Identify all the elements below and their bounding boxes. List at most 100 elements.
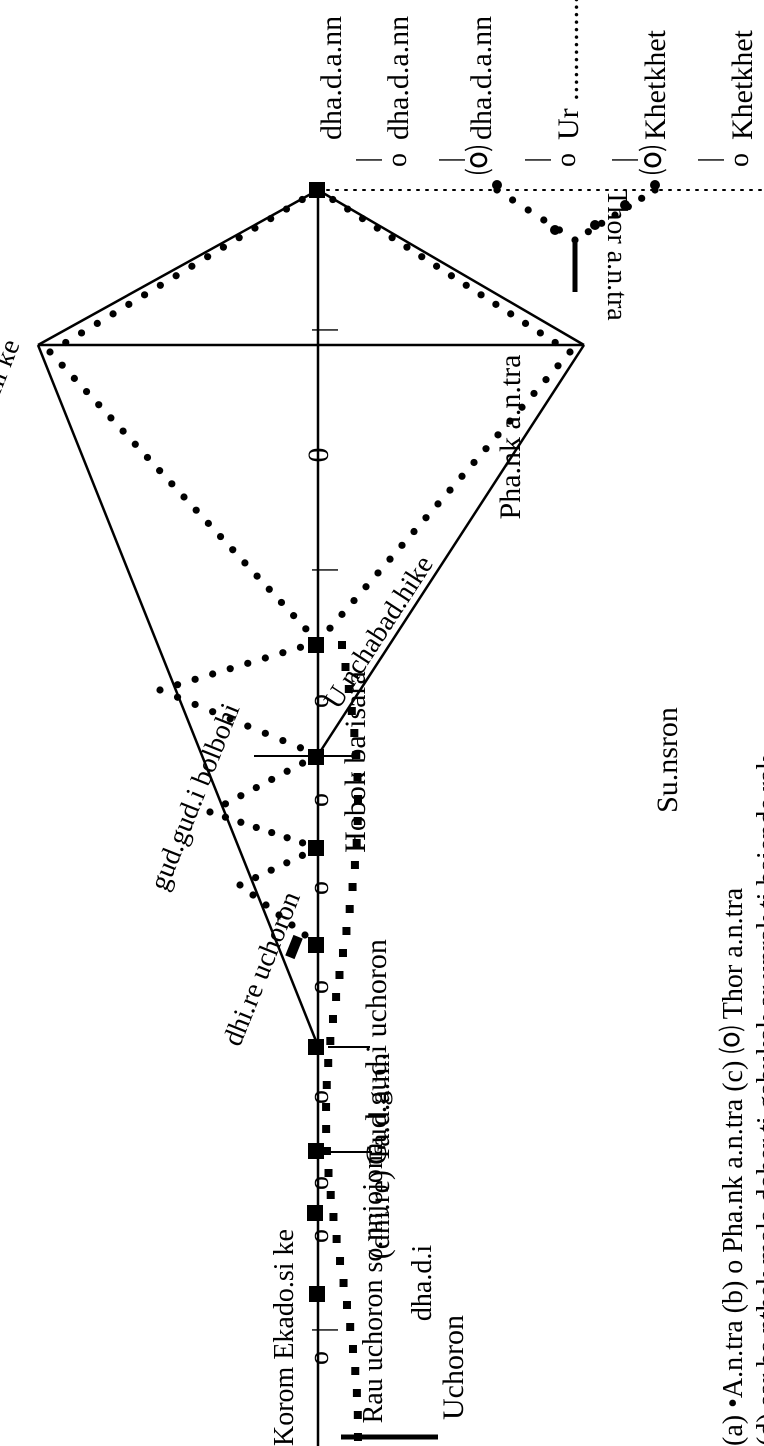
chain-dot <box>249 891 257 899</box>
rau-dhadi-label: dha.d.i <box>407 1245 438 1321</box>
chain-dot <box>508 196 517 204</box>
uchoron-label: Uchoron <box>437 1315 470 1420</box>
gudgudi-bolbohi-label: gud.gud.i bolbohi <box>144 699 247 895</box>
chain-dot <box>107 414 115 422</box>
dash-square <box>338 641 346 649</box>
dash-square <box>350 729 359 737</box>
tick-mark: | <box>308 567 339 573</box>
chain-dot <box>95 401 103 409</box>
chain-dot <box>261 729 269 737</box>
chain-dot <box>403 243 411 251</box>
chain-dot <box>253 572 261 580</box>
chain-dot <box>446 486 454 494</box>
node-square <box>308 1143 324 1159</box>
chain-dot <box>156 686 164 694</box>
chain-dot <box>338 610 346 618</box>
chain-dot <box>268 775 276 784</box>
chain-dot <box>140 291 149 299</box>
dash-square <box>324 1059 333 1067</box>
chain-dot <box>301 931 309 939</box>
chain-dot <box>241 559 249 567</box>
chain-dot <box>267 214 275 223</box>
chain-dot <box>173 681 182 689</box>
chain-dot <box>62 338 70 347</box>
chain-dot <box>492 180 502 190</box>
dash-square <box>326 1191 335 1199</box>
chain-dot <box>236 881 244 889</box>
dash-square <box>348 883 357 891</box>
tick-mark: | <box>694 157 725 163</box>
chain-dot <box>326 624 334 632</box>
legend: Su.nsron (a) •A.n.tra (b) o Pha.nk a.n.t… <box>651 707 764 1446</box>
chain-dot <box>226 665 234 673</box>
tick-mark: | <box>352 157 383 163</box>
axis-nodes <box>307 182 325 1302</box>
chain-dot <box>521 319 530 328</box>
chain-dot <box>536 329 544 337</box>
zero-mark: 0 <box>302 448 335 463</box>
dash-square <box>322 1081 331 1089</box>
chain-dot <box>530 389 538 398</box>
chain-dot <box>283 767 291 775</box>
chain-dot <box>283 859 291 867</box>
chain-dot <box>172 272 180 280</box>
chain-dot <box>252 823 260 832</box>
dash-square <box>338 949 347 957</box>
chain-dot <box>168 480 176 488</box>
circle-mark: o <box>304 1090 335 1104</box>
chain-dot <box>221 800 230 808</box>
chain-dot <box>209 670 217 678</box>
dash-square <box>353 773 362 781</box>
rau-uchoron-label: Rau uchoron so.nnjojona <box>358 1142 389 1423</box>
uncha-badhi-ke-label: U.ncha bad.hi ke <box>0 335 26 523</box>
dash-square <box>328 1015 337 1023</box>
top-label-khetkhet-2: Khetkhet <box>726 29 759 140</box>
dash-square <box>352 1389 361 1397</box>
chain-dot <box>267 866 275 874</box>
dash-square <box>347 707 356 715</box>
chain-dot <box>143 453 152 462</box>
chain-dot <box>70 374 78 382</box>
chain-dot <box>237 792 245 800</box>
dhire-tadann-label: (dhi.re) Ta.d.a.nn <box>363 1053 396 1259</box>
chain-dot <box>344 205 352 213</box>
gudgudi-uchoron-label: Gud.gud.i uchoron <box>360 939 393 1165</box>
legend-line-2: (d) sar ba nthek mala doher ti gabukak a… <box>752 756 764 1446</box>
tick-mark: | <box>521 157 552 163</box>
hobok-label: Hobok ba isara <box>339 671 372 853</box>
dash-square <box>336 1257 345 1265</box>
legend-line-1: (a) •A.n.tra (b) o Pha.nk a.n.tra (c) ⒪ … <box>717 887 749 1446</box>
chain-dot <box>492 300 500 308</box>
chain-dot <box>226 715 234 723</box>
circle-mark: o <box>304 1229 335 1243</box>
chain-dot <box>432 262 441 270</box>
kite-right-lower-edge <box>316 344 586 756</box>
chain-dot <box>180 493 188 501</box>
chain-dot <box>290 612 298 620</box>
chain-dot <box>506 417 514 425</box>
circle-mark: o <box>304 793 335 807</box>
chain-dot <box>219 243 228 251</box>
chain-dot <box>188 262 196 270</box>
chain-dot <box>156 281 164 289</box>
legend-title: Su.nsron <box>651 707 684 813</box>
circle-mark: o <box>304 881 335 895</box>
chain-dot <box>235 234 243 242</box>
dash-square <box>345 905 354 913</box>
chain-dot <box>93 319 101 328</box>
chain-dot <box>298 195 306 204</box>
dash-square <box>341 663 350 671</box>
node-square <box>307 1205 323 1221</box>
chain-dot <box>422 514 430 522</box>
chain-dot <box>156 467 164 475</box>
chain-dot <box>209 708 217 716</box>
chain-dot <box>204 253 212 261</box>
circle-mark: o <box>304 1176 335 1190</box>
dash-square <box>339 1279 348 1287</box>
square-dash-curve <box>285 641 362 1441</box>
chain-dot <box>518 403 526 411</box>
chain-dot <box>296 643 305 651</box>
dash-square <box>322 1147 331 1155</box>
chain-dot <box>82 387 91 396</box>
